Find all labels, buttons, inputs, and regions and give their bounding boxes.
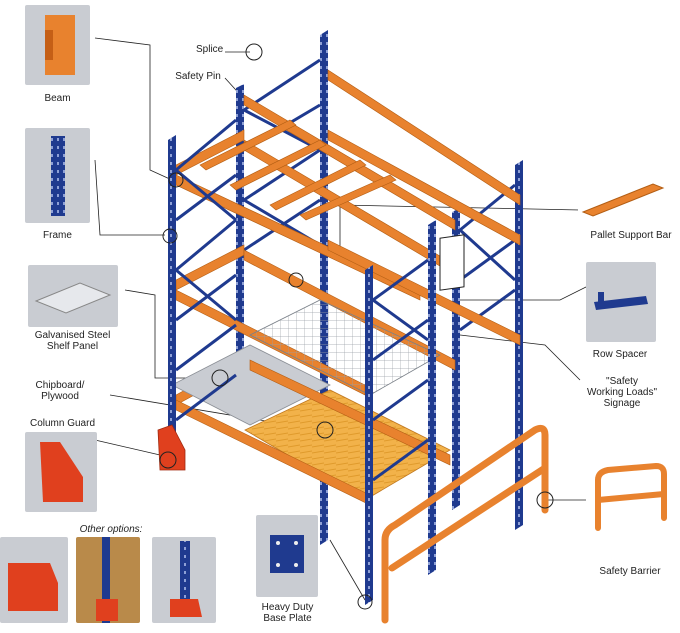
- safety-signage: [439, 234, 465, 291]
- callout-circles: [159, 43, 554, 610]
- safety-barrier-photo: [586, 458, 674, 536]
- front-frames: [168, 118, 436, 605]
- column-guard-photo: [25, 432, 97, 512]
- pallet-support-bar-label: Pallet Support Bar: [590, 230, 672, 241]
- row-spacer-label: Row Spacer: [592, 349, 648, 360]
- option-guard-photo-2: [76, 537, 140, 623]
- scene-column-guard: [157, 424, 186, 471]
- chipboard-panel: [171, 344, 331, 426]
- frame-label: Frame: [43, 230, 72, 241]
- row-spacer-photo: [586, 262, 656, 342]
- option-guard-photo-1: [0, 537, 68, 623]
- beam-photo: [25, 5, 90, 85]
- galvanised-panel-mesh: [249, 299, 441, 396]
- option-guard-photo-3: [152, 537, 216, 623]
- leader-lines: [94, 37, 591, 601]
- column-guard-label: Column Guard: [29, 418, 96, 429]
- safety-barrier-label: Safety Barrier: [599, 566, 661, 577]
- galvanised-panel-photo: [28, 265, 118, 327]
- chipboard-label: Chipboard/Plywood: [35, 380, 85, 402]
- other-options-label: Other options:: [79, 524, 143, 535]
- pallet-support-bar-photo: [578, 172, 670, 224]
- beam-label: Beam: [44, 93, 71, 104]
- frame-photo: [25, 128, 90, 223]
- splice-label: Splice: [196, 44, 224, 55]
- scene-safety-barrier: [381, 424, 549, 624]
- base-plate-photo: [256, 515, 318, 597]
- safety-pin-label: Safety Pin: [175, 71, 221, 82]
